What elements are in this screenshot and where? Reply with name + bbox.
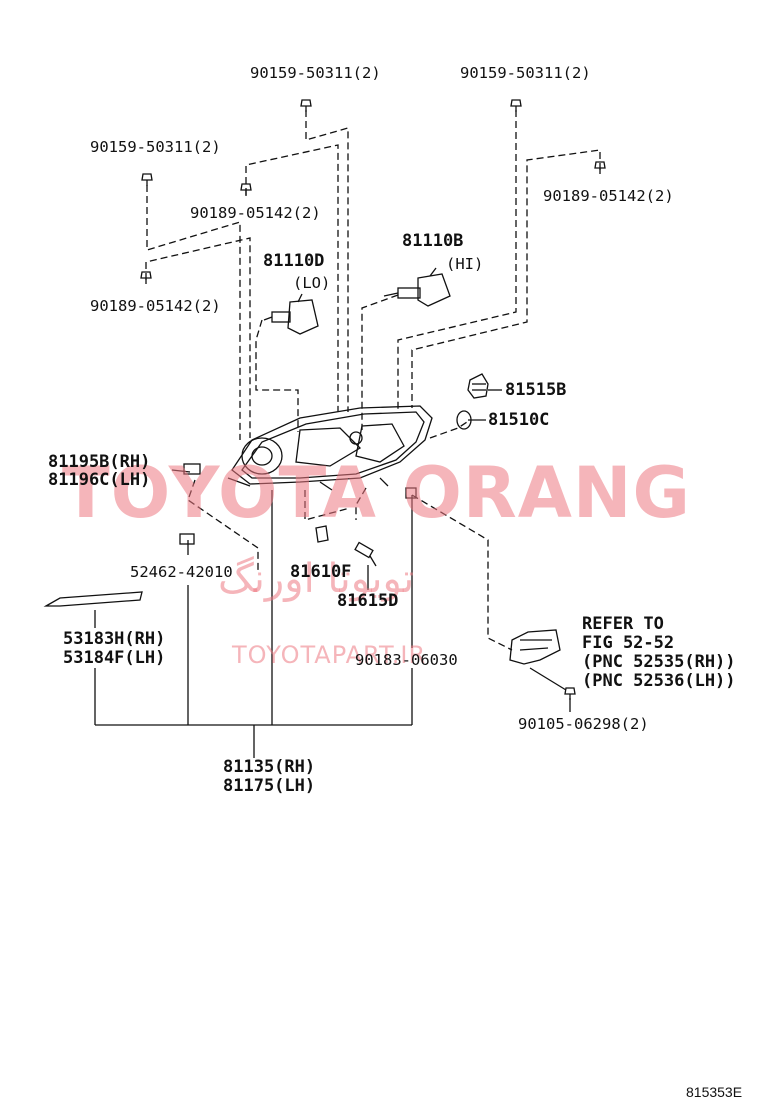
hi-beam-bulb (383, 267, 451, 307)
label-cap-81510c: 81510C (488, 410, 550, 430)
solid-leaders (94, 389, 571, 758)
label-bolt-left: 90159-50311(2) (90, 138, 221, 156)
label-clip-52462: 52462-42010 (130, 563, 233, 581)
label-refer-3: (PNC 52535(RH)) (582, 652, 736, 672)
figure-id: 815353E (686, 1084, 743, 1100)
fasteners (140, 99, 606, 700)
label-screw-mid: 90189-05142(2) (190, 204, 321, 222)
clip-52462 (179, 533, 195, 545)
trim-strip (43, 591, 143, 607)
lo-beam-bulb (263, 293, 319, 335)
headlamp-housing (227, 405, 433, 491)
label-retainer-90183: 90183-06030 (355, 651, 458, 669)
label-refer-1: REFER TO (582, 614, 664, 634)
bracket-81195b (183, 463, 201, 475)
label-bulb-lo-note: (LO) (293, 274, 331, 292)
label-bolt-top-right: 90159-50311(2) (460, 64, 591, 82)
label-screw-left: 90189-05142(2) (90, 297, 221, 315)
label-refer-4: (PNC 52536(LH)) (582, 671, 736, 691)
label-socket-81515b: 81515B (505, 380, 567, 400)
leader-lines (145, 110, 601, 651)
side-socket-81615d (354, 541, 377, 567)
label-bracket-rh: 81195B(RH) (48, 452, 151, 472)
label-side-socket-81615d: 81615D (337, 591, 399, 611)
label-bulb-lo-part: 81110D (263, 251, 325, 271)
socket-81515b (467, 373, 489, 399)
label-bracket-bolt: 90105-06298(2) (518, 715, 649, 733)
cap-81510c (456, 410, 472, 430)
label-bolt-top-left: 90159-50311(2) (250, 64, 381, 82)
label-screw-right: 90189-05142(2) (543, 187, 674, 205)
label-bracket-lh: 81196C(LH) (48, 470, 151, 490)
label-bulb-hi-note: (HI) (446, 255, 484, 273)
retainer-90183 (405, 487, 417, 499)
label-assy-lh: 81175(LH) (223, 776, 316, 796)
label-trim-rh: 53183H(RH) (63, 629, 166, 649)
label-side-bulb-81610f: 81610F (290, 562, 352, 582)
label-refer-2: FIG 52-52 (582, 633, 675, 653)
label-assy-rh: 81135(RH) (223, 757, 316, 777)
bracket-52535 (509, 629, 561, 665)
side-bulb-81610f (315, 525, 329, 543)
label-bulb-hi-part: 81110B (402, 231, 464, 251)
label-trim-lh: 53184F(LH) (63, 648, 166, 668)
